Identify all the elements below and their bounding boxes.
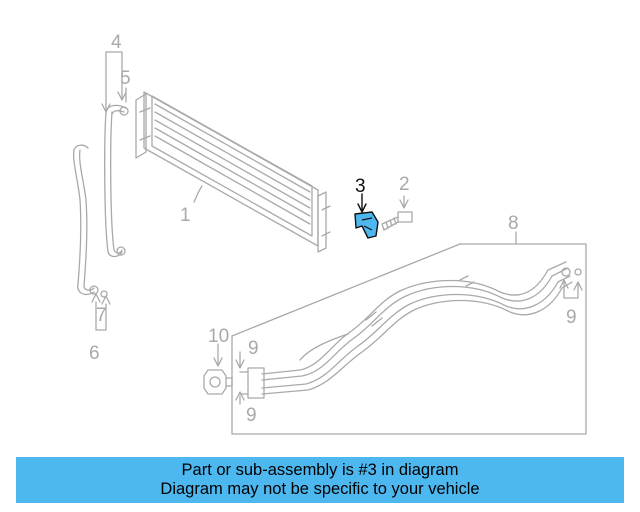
bracket-part-3	[354, 193, 379, 239]
callout-7: 7	[96, 305, 107, 326]
cooler-pipe-left	[72, 104, 129, 298]
callout-1: 1	[180, 205, 191, 226]
callout-4: 4	[111, 32, 122, 53]
callout-9-lower: 9	[246, 405, 257, 426]
oil-cooler-part	[135, 91, 331, 253]
leader-lines-right	[235, 195, 583, 405]
cooler-lines	[239, 261, 582, 399]
callout-6: 6	[89, 343, 100, 364]
callout-labels: 1 2 3 4 5 6 7 8 9 9 9 10	[89, 32, 577, 426]
callout-3: 3	[355, 176, 366, 197]
callout-9-upper: 9	[248, 338, 259, 359]
callout-5: 5	[120, 68, 131, 89]
callout-9-right: 9	[566, 307, 577, 328]
callout-10: 10	[208, 326, 229, 347]
callout-2: 2	[399, 174, 410, 195]
banner-line-2: Diagram may not be specific to your vehi…	[160, 480, 480, 498]
callout-8: 8	[508, 213, 519, 234]
line-assembly-panel	[231, 231, 587, 435]
fitting-part-10	[203, 343, 233, 395]
leader-lines-left	[91, 51, 203, 331]
banner-line-1: Part or sub-assembly is #3 in diagram	[181, 461, 459, 479]
bolt-part-2	[381, 211, 413, 231]
info-banner: Part or sub-assembly is #3 in diagram Di…	[16, 457, 624, 503]
